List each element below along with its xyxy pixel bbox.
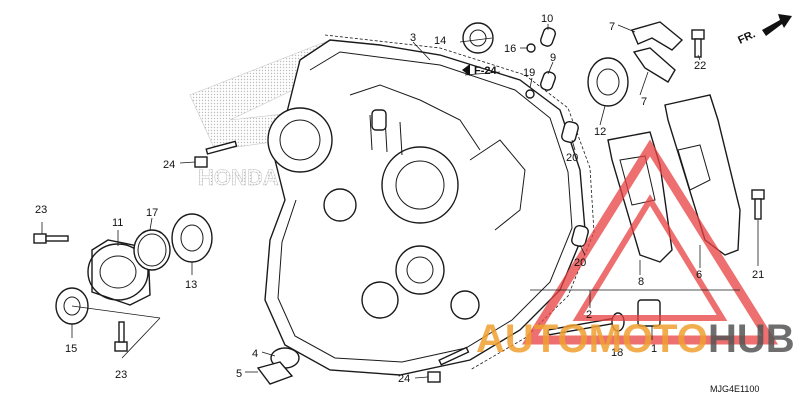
bracket-7-lower[interactable] — [632, 47, 676, 83]
bearing-14[interactable] — [462, 22, 494, 54]
arrow-icon — [762, 14, 792, 36]
cover-plate-6[interactable] — [664, 94, 741, 256]
callout-2: 2 — [586, 309, 592, 321]
bolt-23-lower[interactable] — [114, 321, 128, 352]
cover-boss-center — [381, 146, 459, 224]
callout-18: 18 — [611, 347, 623, 359]
direction-label: FR. — [736, 28, 757, 46]
leader-lines — [41, 24, 759, 379]
callout-13: 13 — [185, 279, 197, 291]
callout-15: 15 — [65, 343, 77, 355]
callout-7-upper: 7 — [609, 21, 615, 33]
callout-19: 19 — [523, 67, 535, 79]
dowel-10[interactable] — [539, 26, 557, 47]
dowel-20-upper[interactable] — [561, 120, 580, 144]
washer-16[interactable] — [526, 43, 536, 53]
dowel-9[interactable] — [539, 70, 557, 91]
bearing-12[interactable] — [587, 57, 629, 107]
callout-24-upper: 24 — [163, 159, 175, 171]
housing-11[interactable] — [87, 239, 151, 306]
callout-3: 3 — [410, 32, 416, 44]
bolt-22[interactable] — [691, 29, 705, 58]
callout-11: 11 — [112, 217, 123, 229]
callout-21: 21 — [752, 269, 764, 281]
bolt-21[interactable] — [751, 189, 765, 220]
callout-5: 5 — [236, 368, 242, 380]
callout-6: 6 — [696, 269, 702, 281]
oring-19[interactable] — [525, 89, 535, 99]
callouts: 1 2 3 4 5 6 7 7 8 9 10 11 12 13 14 15 16… — [35, 13, 764, 385]
watermark-triangle — [521, 139, 779, 345]
reference-f24[interactable]: F-24 — [462, 64, 498, 77]
callout-1: 1 — [651, 343, 657, 355]
watermark-part1: AUTOMOTO — [476, 317, 708, 361]
callout-23-upper: 23 — [35, 204, 47, 216]
watermark-part2: HUB — [708, 317, 795, 361]
callout-20-lower: 20 — [574, 257, 586, 269]
callout-9: 9 — [550, 52, 556, 64]
callout-23-lower: 23 — [115, 369, 127, 381]
cover-boss-upper — [267, 107, 333, 173]
svg-text:F-24: F-24 — [474, 65, 498, 77]
bolt-23-upper[interactable] — [33, 233, 69, 244]
bearing-13[interactable] — [171, 213, 213, 263]
drawing-code: MJG4E1100 — [710, 384, 759, 394]
oring-17[interactable] — [133, 229, 171, 271]
callout-10: 10 — [541, 13, 553, 25]
direction-indicator: FR. — [736, 14, 792, 47]
plate-5[interactable] — [256, 361, 294, 385]
callout-24-lower: 24 — [398, 373, 410, 385]
bolt-24-lower[interactable] — [427, 346, 470, 383]
honda-logo-text: HONDA — [198, 165, 279, 190]
callout-12: 12 — [594, 126, 606, 138]
callout-22: 22 — [694, 60, 706, 72]
callout-4: 4 — [252, 348, 258, 360]
callout-8: 8 — [638, 276, 644, 288]
crankcase-cover[interactable] — [264, 39, 586, 376]
callout-17: 17 — [146, 207, 158, 219]
callout-20-upper: 20 — [566, 152, 578, 164]
bracket-7-upper[interactable] — [631, 21, 684, 51]
callout-14: 14 — [434, 35, 446, 47]
callout-16: 16 — [504, 43, 516, 55]
callout-7-lower: 7 — [641, 96, 647, 108]
watermark-text: AUTOMOTO HUB — [476, 317, 795, 361]
dowel-20-lower[interactable] — [571, 224, 590, 248]
pin-18[interactable] — [547, 312, 625, 336]
